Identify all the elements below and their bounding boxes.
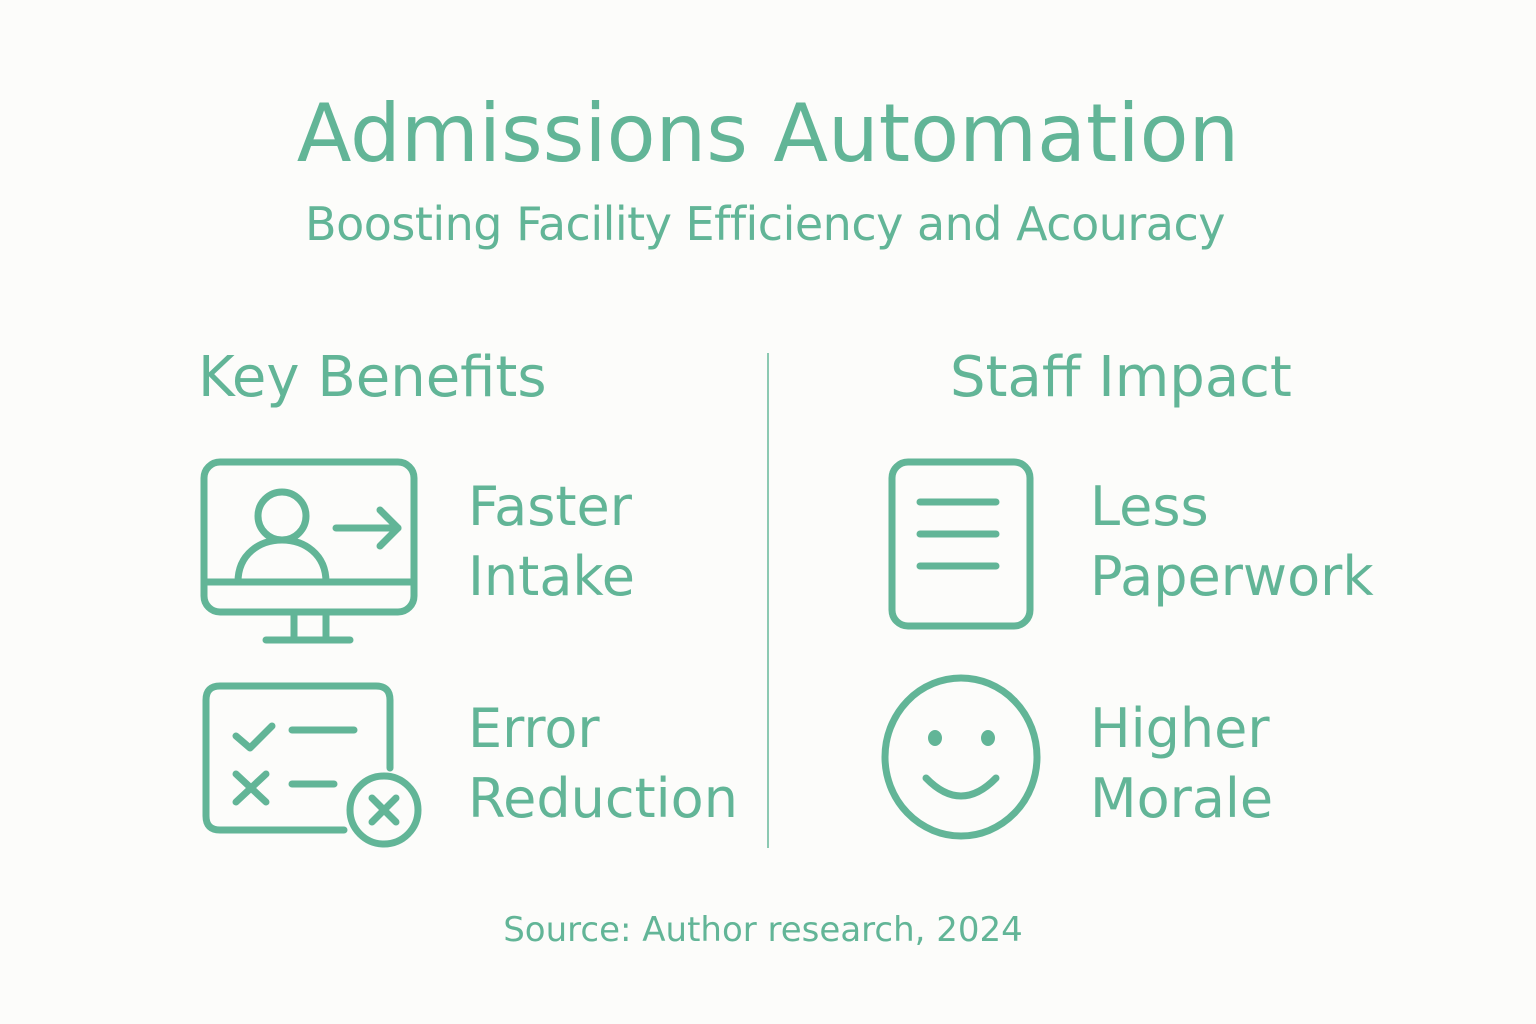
impact-label-line2: Paperwork	[1090, 545, 1374, 608]
benefit-label-line2: Intake	[468, 545, 635, 608]
benefit-faster-intake: Faster Intake	[468, 472, 635, 612]
impact-label-line1: Higher	[1090, 697, 1270, 760]
document-icon	[888, 458, 1034, 630]
impact-less-paperwork: Less Paperwork	[1090, 472, 1374, 612]
smiley-face-icon	[881, 674, 1041, 840]
benefit-label-line1: Error	[468, 697, 600, 760]
benefit-label-line2: Reduction	[468, 767, 738, 830]
checklist-error-icon	[202, 682, 422, 848]
benefit-label-line1: Faster	[468, 475, 632, 538]
monitor-user-arrow-icon	[200, 458, 418, 644]
benefit-error-reduction: Error Reduction	[468, 694, 738, 834]
page-title: Admissions Automation	[296, 87, 1240, 180]
impact-higher-morale: Higher Morale	[1090, 694, 1273, 834]
section-divider	[767, 353, 769, 848]
impact-label-line2: Morale	[1090, 767, 1274, 830]
source-note: Source: Author research, 2024	[503, 910, 1023, 950]
section-heading-staff-impact: Staff Impact	[950, 345, 1292, 410]
impact-label-line1: Less	[1090, 475, 1209, 538]
page-subtitle: Boosting Facility Efficiency and Acourac…	[305, 197, 1225, 251]
section-heading-key-benefits: Key Benefits	[198, 345, 547, 410]
